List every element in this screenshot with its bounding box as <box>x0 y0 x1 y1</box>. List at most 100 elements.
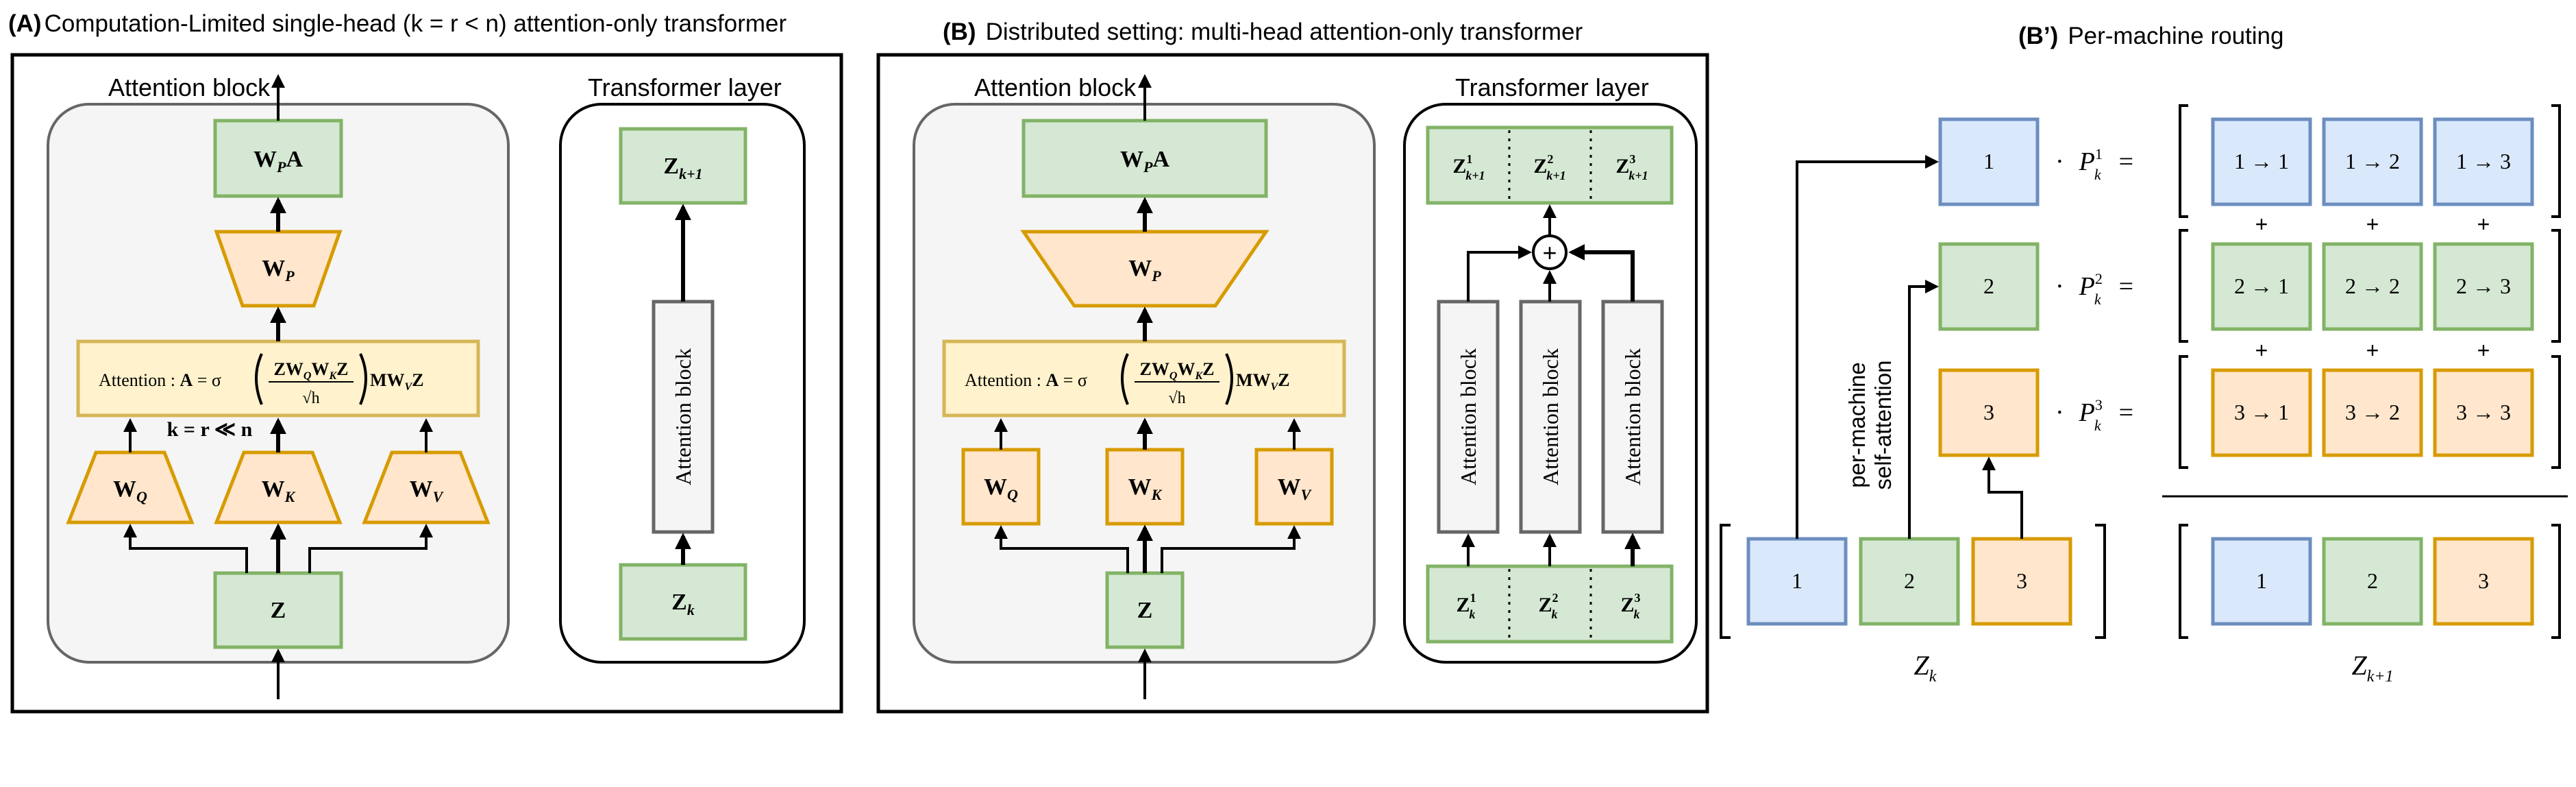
panel-a-wk-trapezoid <box>214 450 343 524</box>
panel-b-formula-lparen <box>1121 353 1129 405</box>
panel-bp-route-3-1-label: 3 → 1 <box>2234 400 2289 424</box>
panel-bp-route-row-3: 3 → 1 3 → 2 3 → 3 <box>2179 355 2561 469</box>
panel-b: (B)Distributed setting: multi-head atten… <box>876 19 1709 714</box>
panel-b-attention-block-1-label: Attention block <box>1456 348 1481 485</box>
panel-bp-machine-3-box <box>1938 368 2040 457</box>
panel-b-z-to-wq <box>994 525 1129 573</box>
panel-a-wk-text: WK <box>262 476 296 505</box>
panel-b-bottom-input-strip <box>1426 564 1674 644</box>
panel-b-block-3-to-sum <box>1568 244 1635 302</box>
panel-bp-route-2-2-label: 2 → 2 <box>2345 274 2400 298</box>
panel-b-z-to-wv <box>1161 525 1301 573</box>
panel-bp-route-1-2 <box>2322 117 2423 206</box>
panel-bp-zk-cell-2-label: 2 <box>1904 568 1915 593</box>
panel-b-wq-text: WQ <box>984 474 1018 503</box>
panel-bp-route-1-3-label: 1 → 3 <box>2456 149 2511 173</box>
panel-bp-zk-right-bracket <box>2095 524 2106 639</box>
panel-bp-plus-2-3: + <box>2477 338 2490 363</box>
panel-a-attention-formula: Attention : A = σ ZWQWKZ √h MWVZ <box>99 353 424 407</box>
panel-bp-row-2-right-bracket <box>2551 229 2561 343</box>
panel-bp-route-2-2 <box>2322 242 2423 331</box>
panel-a-attention-block-vertical-label: Attention block <box>671 348 695 485</box>
panel-bp-row-3-left-bracket <box>2179 355 2188 469</box>
panel-bp-row-2-left-bracket <box>2179 229 2188 343</box>
panel-b-wpa-box <box>1021 119 1268 198</box>
panel-bp-route-3-3-label: 3 → 3 <box>2456 400 2511 424</box>
panel-bp-zk1-cell-2 <box>2322 537 2423 626</box>
panel-a-wv-text: WV <box>410 476 445 505</box>
panel-b-wv-text: WV <box>1278 474 1313 503</box>
panel-bp-route-row-1: 1 → 1 1 → 2 1 → 3 <box>2179 104 2561 218</box>
panel-bp-route-1-1-label: 1 → 1 <box>2234 149 2289 173</box>
panel-bp-side-label-1: per-machine <box>1844 362 1870 487</box>
panel-bp-zk1-left-bracket <box>2179 524 2188 639</box>
panel-bp-route-3-2 <box>2322 368 2423 457</box>
panel-bp-zk1-cell-1-label: 1 <box>2256 568 2267 593</box>
panel-a-zk1-text: Zk+1 <box>663 154 702 182</box>
panel-a-attention-block-label: Attention block <box>108 73 271 101</box>
panel-bp-route-2-3 <box>2433 242 2534 331</box>
panel-a-formula-denominator: √h <box>302 389 319 407</box>
panel-bp-plus-2-2: + <box>2366 338 2379 363</box>
panel-b-wk-text: WK <box>1128 474 1163 503</box>
panel-b-sum-plus: + <box>1542 239 1557 267</box>
panel-a-zk-text: Zk <box>671 590 695 618</box>
panel-a-formula-tail: MWVZ <box>370 370 424 393</box>
panel-bp-machine-2-label: 2 <box>1983 274 1994 298</box>
panel-b-title: (B)Distributed setting: multi-head atten… <box>943 19 1583 45</box>
panel-b-formula-tail: MWVZ <box>1236 370 1290 393</box>
panel-a-wp-text: WP <box>262 256 295 284</box>
panel-bp-route-1-3 <box>2433 117 2534 206</box>
panel-bp-route-3-2-label: 3 → 2 <box>2345 400 2400 424</box>
panel-b-attention-block-2-label: Attention block <box>1538 348 1563 485</box>
panel-bp-route-3-1 <box>2211 368 2312 457</box>
panel-a-z-to-wv <box>308 524 433 573</box>
panel-a-transformer-layer-label: Transformer layer <box>588 73 782 101</box>
panel-a-formula-rparen <box>359 353 367 405</box>
panel-bp-zk1-cell-3-label: 3 <box>2478 568 2489 593</box>
panel-bp-machine-1-box <box>1938 117 2040 206</box>
panel-a-attention-formula-box <box>76 339 480 417</box>
panel-bp-plus-1-2: + <box>2366 212 2379 237</box>
panel-b-z-text: Z <box>1137 598 1153 623</box>
panel-bp-plus-2-1: + <box>2255 338 2268 363</box>
panel-bp-route-1-1 <box>2211 117 2312 206</box>
panel-bp-route-arrow-3 <box>1982 457 2023 539</box>
panel-bp-zk-label: Zk <box>1914 650 1937 686</box>
panel-bp-row-1-left-bracket <box>2179 104 2188 218</box>
panel-b-z-box <box>1105 571 1185 649</box>
panel-bp-zk1-cell-2-label: 2 <box>2367 568 2378 593</box>
panel-b-attention-block-label: Attention block <box>974 73 1137 101</box>
panel-a-wpa-box <box>213 119 343 198</box>
panel-bp-row-1-right-bracket <box>2551 104 2561 218</box>
panel-bp-machine-3-label: 3 <box>1983 400 1994 424</box>
panel-bp-zk1-cell-1 <box>2211 537 2312 626</box>
panel-bp-route-row-2: 2 → 1 2 → 2 2 → 3 <box>2179 229 2561 343</box>
panel-a-formula-prefix: Attention : A = σ <box>99 370 221 390</box>
panel-bp-route-2-1-label: 2 → 1 <box>2234 274 2289 298</box>
panel-b-formula-rparen <box>1225 353 1233 405</box>
panel-a-wv-trapezoid <box>362 450 491 524</box>
panel-b-attention-block-3-label: Attention block <box>1620 348 1645 485</box>
panel-b-formula-numerator: ZWQWKZ <box>1140 359 1215 382</box>
panel-b-transformer-layer-label: Transformer layer <box>1455 73 1649 101</box>
panel-bp-zk1-label: Zk+1 <box>2351 650 2393 686</box>
panel-a-attention-block-vertical <box>652 300 715 534</box>
panel-bp-zk-cell-3 <box>1971 537 2072 626</box>
panel-bp-zk1-cell-3 <box>2433 537 2534 626</box>
panel-a-formula-lparen <box>255 353 263 405</box>
panel-a-rank-note: k = r ≪ n <box>167 418 253 441</box>
panel-b-wp-trapezoid <box>1020 230 1270 308</box>
panel-a-wq-trapezoid <box>66 450 195 524</box>
panel-bp-machine-1-label: 1 <box>1983 149 1994 173</box>
panel-b-attention-block-3 <box>1601 300 1664 534</box>
panel-bp-zk-cell-3-label: 3 <box>2016 568 2027 593</box>
panel-a-wp-trapezoid <box>214 230 343 308</box>
panel-b-wp-text: WP <box>1128 256 1161 284</box>
panel-a-z-text: Z <box>271 598 286 623</box>
